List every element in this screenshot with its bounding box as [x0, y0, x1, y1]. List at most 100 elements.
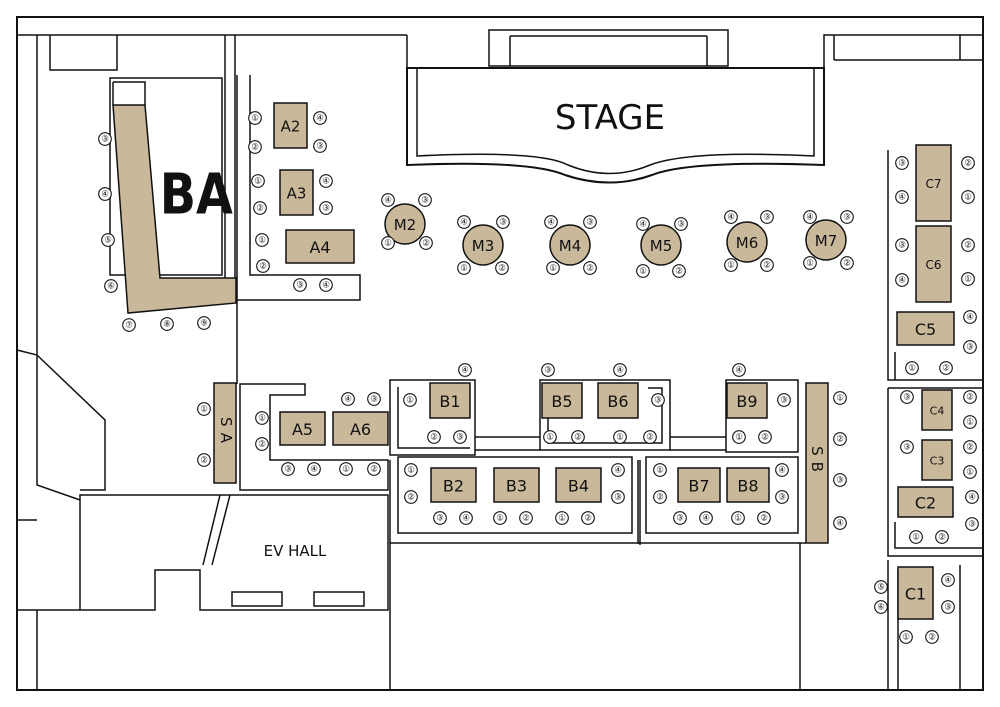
table-b4[interactable]: B4 [555, 467, 602, 503]
table-a5[interactable]: A5 [279, 411, 326, 446]
seat-m5-4[interactable]: ② [672, 264, 686, 278]
seat-b1-3[interactable]: ② [427, 430, 441, 444]
seat-a6-4[interactable]: ② [367, 462, 381, 476]
seat-a6-1[interactable]: ④ [341, 392, 355, 406]
seat-a4-2[interactable]: ② [256, 259, 270, 273]
seat-c5-1[interactable]: ④ [963, 310, 977, 324]
seat-c6-4[interactable]: ① [961, 272, 975, 286]
seat-sa-2[interactable]: ② [197, 453, 211, 467]
seat-m2-3[interactable]: ① [381, 236, 395, 250]
seat-a3-1[interactable]: ① [251, 174, 265, 188]
seat-m6-1[interactable]: ④ [724, 210, 738, 224]
seat-b2-2[interactable]: ② [404, 490, 418, 504]
seat-b7-4[interactable]: ④ [699, 511, 713, 525]
table-c3[interactable]: C3 [921, 439, 953, 481]
seat-b6-2[interactable]: ① [613, 430, 627, 444]
seat-ba-5[interactable]: ⑦ [122, 318, 136, 332]
seat-a3-4[interactable]: ③ [319, 201, 333, 215]
seat-ba-6[interactable]: ⑧ [160, 317, 174, 331]
seat-c2-1[interactable]: ④ [965, 490, 979, 504]
seat-m6-4[interactable]: ② [760, 258, 774, 272]
seat-b1-4[interactable]: ③ [453, 430, 467, 444]
seat-m4-2[interactable]: ③ [583, 215, 597, 229]
seat-c4-2[interactable]: ② [963, 390, 977, 404]
seat-b8-4[interactable]: ③ [775, 490, 789, 504]
seat-ba-3[interactable]: ⑤ [101, 233, 115, 247]
seat-m5-2[interactable]: ③ [674, 217, 688, 231]
seat-m7-4[interactable]: ② [840, 256, 854, 270]
seat-b6-4[interactable]: ③ [651, 393, 665, 407]
seat-m6-2[interactable]: ③ [760, 210, 774, 224]
seat-c2-4[interactable]: ② [935, 530, 949, 544]
seat-c4-4[interactable]: ② [963, 440, 977, 454]
seat-b6-3[interactable]: ② [643, 430, 657, 444]
seat-sb-3[interactable]: ③ [833, 473, 847, 487]
table-m6[interactable]: M6 [726, 221, 768, 263]
seat-c6-3[interactable]: ② [961, 238, 975, 252]
seat-c7-3[interactable]: ② [961, 156, 975, 170]
seat-ba-2[interactable]: ④ [98, 187, 112, 201]
seat-b8-2[interactable]: ② [757, 511, 771, 525]
seat-ba-1[interactable]: ③ [98, 132, 112, 146]
table-b8[interactable]: B8 [726, 467, 770, 503]
seat-sb-4[interactable]: ④ [833, 516, 847, 530]
seat-c5-4[interactable]: ② [939, 361, 953, 375]
seat-b6-1[interactable]: ④ [613, 363, 627, 377]
seat-b1-2[interactable]: ① [403, 393, 417, 407]
seat-b5-2[interactable]: ① [543, 430, 557, 444]
seat-b9-2[interactable]: ③ [777, 393, 791, 407]
seat-a4-1[interactable]: ① [255, 233, 269, 247]
seat-c2-3[interactable]: ① [909, 530, 923, 544]
seat-b2-3[interactable]: ③ [433, 511, 447, 525]
seat-b7-3[interactable]: ③ [673, 511, 687, 525]
seat-b3-1[interactable]: ① [493, 511, 507, 525]
seat-m6-3[interactable]: ① [724, 258, 738, 272]
seat-sa-1[interactable]: ① [197, 402, 211, 416]
table-m5[interactable]: M5 [640, 224, 682, 266]
seat-c1-5[interactable]: ① [899, 630, 913, 644]
seat-b4-2[interactable]: ② [581, 511, 595, 525]
seat-sb-1[interactable]: ① [833, 391, 847, 405]
seat-m4-3[interactable]: ① [546, 261, 560, 275]
seat-b7-1[interactable]: ① [653, 463, 667, 477]
seat-c7-1[interactable]: ③ [895, 156, 909, 170]
table-b6[interactable]: B6 [597, 382, 639, 419]
seat-m5-3[interactable]: ① [636, 264, 650, 278]
table-m3[interactable]: M3 [462, 224, 504, 266]
seat-b2-4[interactable]: ④ [459, 511, 473, 525]
seat-b9-3[interactable]: ① [732, 430, 746, 444]
seat-a3-2[interactable]: ② [253, 201, 267, 215]
seat-c4-1[interactable]: ③ [900, 390, 914, 404]
seat-a4-3[interactable]: ③ [293, 278, 307, 292]
seat-a5-1[interactable]: ① [255, 411, 269, 425]
seat-c4-3[interactable]: ① [963, 415, 977, 429]
table-c2[interactable]: C2 [897, 486, 954, 518]
seat-m5-1[interactable]: ④ [636, 217, 650, 231]
seat-b3-2[interactable]: ② [519, 511, 533, 525]
table-c5[interactable]: C5 [896, 311, 955, 346]
seat-c1-1[interactable]: ⑤ [874, 580, 888, 594]
seat-m2-2[interactable]: ③ [418, 193, 432, 207]
table-c6[interactable]: C6 [915, 225, 952, 303]
table-b2[interactable]: B2 [430, 467, 477, 503]
seat-a2-4[interactable]: ③ [313, 139, 327, 153]
table-b9[interactable]: B9 [726, 382, 768, 419]
seat-m3-4[interactable]: ② [495, 261, 509, 275]
seat-m4-1[interactable]: ④ [544, 215, 558, 229]
seat-a6-3[interactable]: ① [339, 462, 353, 476]
seat-c6-2[interactable]: ④ [895, 273, 909, 287]
seat-a5-3[interactable]: ③ [281, 462, 295, 476]
seat-b4-4[interactable]: ③ [611, 490, 625, 504]
seat-m3-2[interactable]: ③ [496, 215, 510, 229]
seat-ba-4[interactable]: ⑥ [104, 279, 118, 293]
seat-m7-1[interactable]: ④ [803, 210, 817, 224]
table-b3[interactable]: B3 [493, 467, 540, 503]
seat-a2-2[interactable]: ② [248, 140, 262, 154]
seat-m3-3[interactable]: ① [457, 261, 471, 275]
table-b1[interactable]: B1 [429, 382, 471, 419]
seat-sb-2[interactable]: ② [833, 432, 847, 446]
seat-b7-2[interactable]: ② [653, 490, 667, 504]
seat-c1-6[interactable]: ② [925, 630, 939, 644]
seat-c3-2[interactable]: ① [963, 465, 977, 479]
seat-c7-4[interactable]: ① [961, 190, 975, 204]
